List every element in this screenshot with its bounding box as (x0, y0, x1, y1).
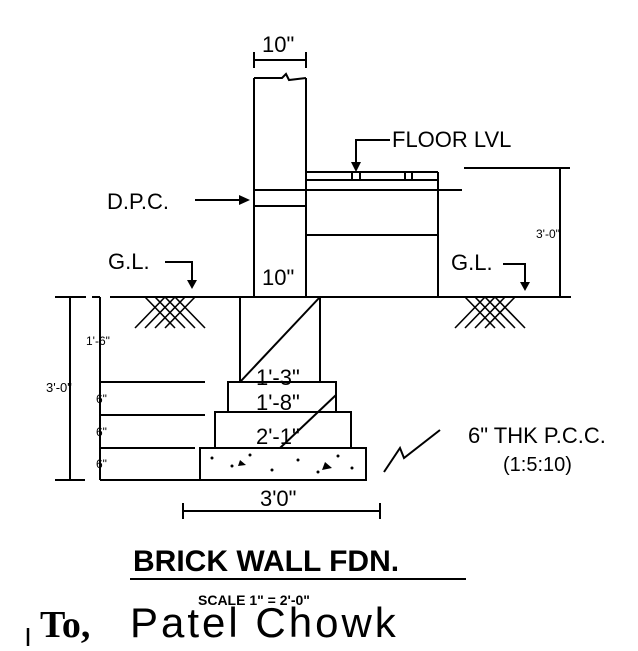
depth-total-label: 3'-0" (46, 380, 72, 395)
width-label-3: 2'-1" (256, 424, 300, 449)
height-right-label: 3'-0" (536, 227, 560, 241)
dpc-label: D.P.C. (107, 189, 169, 214)
ground-level-left-label: G.L. (108, 249, 150, 274)
scale-label: SCALE 1" = 2'-0" (198, 592, 310, 608)
pcc-label-line2: (1:5:10) (503, 454, 572, 476)
drawing-title: BRICK WALL FDN. (133, 545, 399, 578)
top-width-label: 10" (262, 32, 294, 57)
width-label-2: 1'-8" (256, 390, 300, 415)
step-label-2: 6" (96, 425, 107, 439)
step-label-1: 6" (96, 392, 107, 406)
handwritten-place: Patel Chowk (130, 599, 399, 646)
pcc-label-line1: 6" THK P.C.C. (468, 423, 606, 448)
depth-label-1: 1'-6" (86, 334, 110, 348)
ground-level-right-label: G.L. (451, 250, 493, 275)
handwritten-to: To, (40, 604, 90, 646)
base-width-label: 3'0" (260, 486, 296, 511)
wall-width-mid-label: 10" (262, 265, 294, 290)
floor-level-label: FLOOR LVL (392, 127, 511, 152)
width-label-1: 1'-3" (256, 365, 300, 390)
step-label-3: 6" (96, 457, 107, 471)
